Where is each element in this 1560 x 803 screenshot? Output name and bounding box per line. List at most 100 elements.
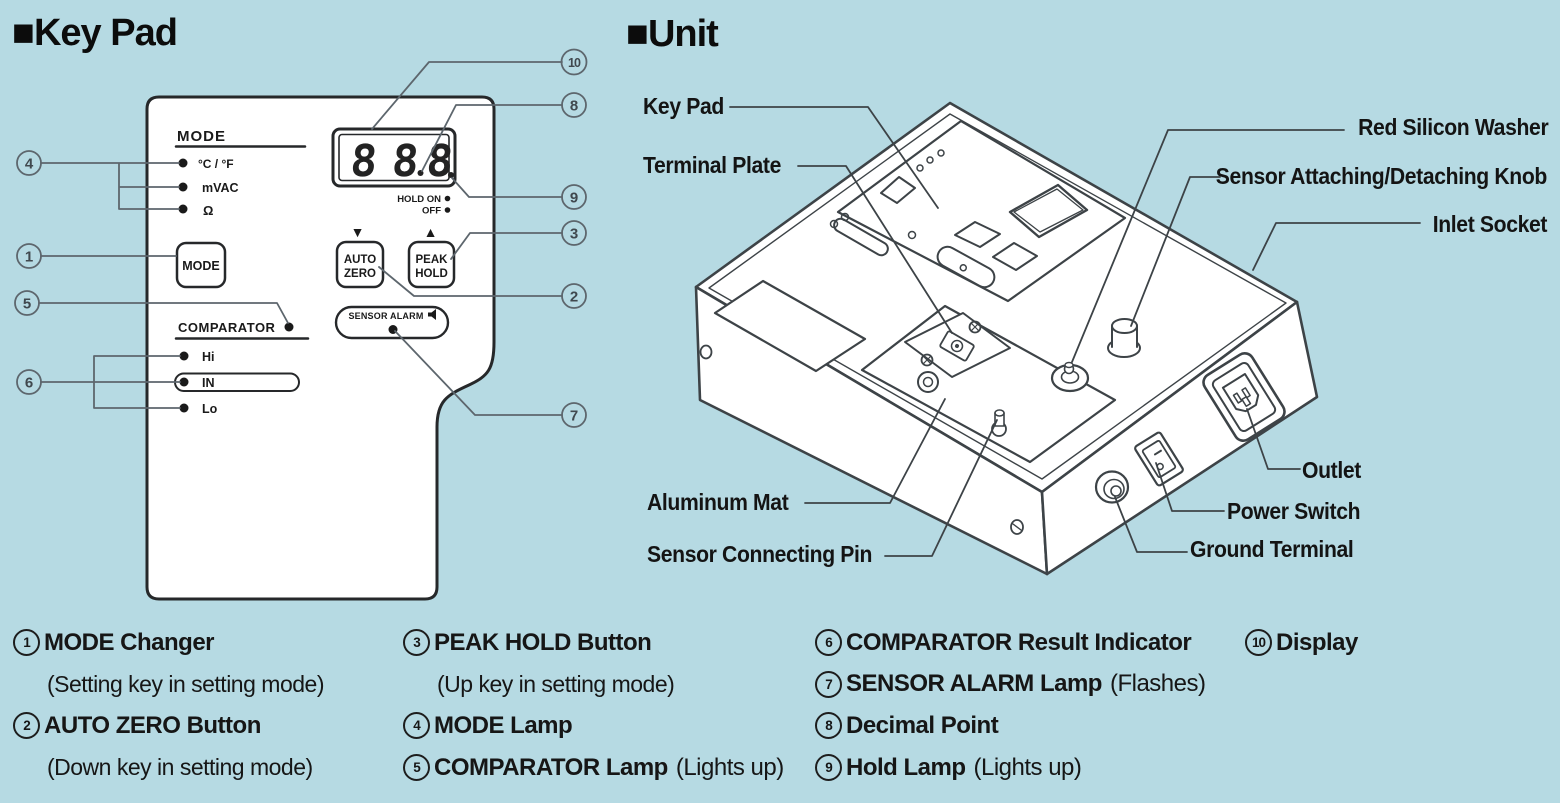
display-digit-3: 8	[424, 136, 455, 187]
leader-sensor-connecting-pin	[884, 419, 998, 557]
legend-num-circle: 4	[403, 712, 430, 740]
legend-num-circle: 8	[815, 712, 842, 740]
sensor-alarm-button	[334, 305, 450, 340]
terminal-connector	[939, 330, 975, 362]
side-screw	[699, 344, 713, 360]
speaker-icon	[428, 309, 436, 320]
sensor-alarm-label: SENSOR ALARM	[348, 311, 423, 321]
legend-num-circle: 1	[13, 629, 40, 657]
sensor-pin-top	[994, 409, 1005, 417]
callout-10: 10	[560, 48, 588, 76]
callout-5: 5	[14, 290, 40, 316]
unit-top-rim	[708, 113, 1287, 480]
label-outlet: Outlet	[1302, 457, 1361, 483]
terminal-screw	[920, 320, 982, 367]
leader-outlet	[1246, 408, 1301, 470]
comparator-section-label: COMPARATOR	[178, 320, 276, 335]
hold-on-lamp-dot	[444, 195, 451, 202]
leader-c3	[450, 232, 563, 260]
callout-3-num: 3	[570, 226, 578, 243]
hold-off-lamp-dot	[444, 207, 451, 213]
callout-6-num: 6	[25, 375, 33, 392]
legend-sub-label: (Down key in setting mode)	[47, 754, 313, 781]
legend-num-circle: 10	[1245, 629, 1272, 657]
keypad-drawing: MODE °C / °F mVAC Ω MODE ▼ ▲ AUTO ZERO P…	[145, 95, 496, 601]
legend-sub-label: (Up key in setting mode)	[437, 670, 675, 697]
comparator-lamp-dot	[284, 322, 294, 332]
unit-leader-lines	[729, 106, 1421, 557]
leader-c10	[371, 61, 563, 130]
ground-terminal-mid	[1103, 478, 1125, 500]
panel-hole-dot	[937, 149, 945, 157]
unit-display-window-inner	[1013, 188, 1084, 233]
label-sensor-connecting-pin: Sensor Connecting Pin	[647, 541, 873, 567]
label-power-switch: Power Switch	[1227, 498, 1361, 524]
legend-label: AUTO ZERO Button	[44, 711, 261, 739]
in-lamp-label: IN	[202, 376, 215, 390]
leader-power-switch	[1155, 462, 1225, 512]
callout-7: 7	[561, 402, 587, 428]
legend-subentry: (Setting key in setting mode)	[13, 664, 324, 706]
legend-num-circle: 3	[403, 629, 430, 657]
leader-c7	[394, 330, 563, 416]
callout-8-num: 8	[570, 98, 578, 115]
legend-subentry: (Up key in setting mode)	[403, 664, 784, 706]
unit-slot	[833, 217, 889, 257]
legend-label: COMPARATOR Lamp	[434, 753, 668, 781]
mode-lamp-label-ohm: Ω	[203, 203, 213, 218]
panel-hole-dot	[829, 219, 839, 229]
leader-red-silicon-washer	[1071, 129, 1345, 363]
up-arrow-icon: ▲	[424, 224, 438, 240]
panel-hole-dot	[916, 164, 924, 172]
unit-left-cover	[713, 279, 867, 373]
callout-2-num: 2	[570, 289, 578, 306]
legend-label: SENSOR ALARM Lamp	[846, 670, 1102, 698]
down-arrow-icon: ▼	[351, 224, 365, 240]
panel-hole-dot	[840, 212, 850, 222]
sensor-knob-sides	[1111, 325, 1138, 348]
label-red-silicon-washer: Red Silicon Washer	[1357, 114, 1549, 140]
leader-c5	[38, 302, 289, 324]
keypad-panel-outline	[145, 95, 496, 601]
unit-section-title: ■Unit	[626, 13, 719, 55]
label-terminal-plate: Terminal Plate	[643, 152, 781, 178]
leader-c9	[451, 177, 563, 198]
legend-num-circle: 5	[403, 754, 430, 782]
label-aluminum-mat: Aluminum Mat	[647, 489, 789, 515]
unit-drawing	[694, 101, 1421, 576]
display-digit-1: 8	[348, 136, 379, 187]
leader-aluminum-mat	[804, 398, 946, 504]
outlet-socket	[1202, 352, 1286, 442]
callout-3: 3	[561, 220, 587, 246]
in-lamp-dot	[179, 377, 189, 387]
sensor-knob-top	[1111, 318, 1138, 334]
panel-hole-dot	[907, 230, 917, 240]
callout-leaders	[38, 61, 563, 416]
auto-zero-button	[335, 240, 385, 289]
unit-diamond-hole	[880, 176, 916, 204]
peak-hold-button	[407, 240, 456, 289]
callout-circles: 4 1 5 6 10 8 9 3 2 7	[14, 48, 588, 428]
mode-button-label: MODE	[182, 259, 220, 273]
callout-8: 8	[561, 92, 587, 118]
decimal-point-dot	[448, 172, 454, 178]
leader-sensor-knob	[1130, 176, 1221, 327]
hold-off-label: OFF	[422, 206, 441, 217]
label-ground-terminal: Ground Terminal	[1190, 536, 1354, 562]
lo-lamp-dot	[179, 403, 189, 413]
leader-terminal-plate	[797, 165, 953, 334]
mode-section-label: MODE	[177, 128, 226, 145]
callout-10-num: 10	[568, 56, 581, 70]
legend-subentry: (Down key in setting mode)	[13, 747, 324, 789]
legend-label: MODE Lamp	[434, 711, 573, 739]
